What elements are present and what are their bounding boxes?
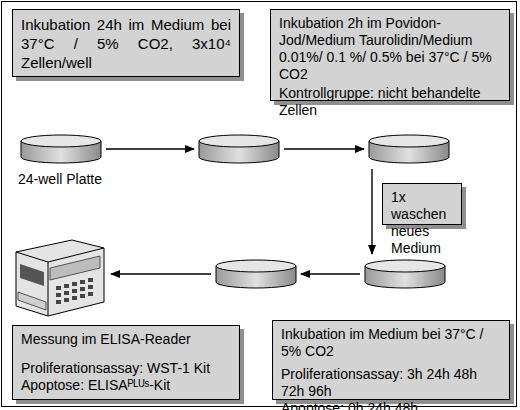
box-text: Proliferationsassay: 3h 24h 48h 72h 96h — [281, 366, 501, 400]
dish-outline — [20, 133, 102, 165]
dish-shape — [364, 258, 446, 290]
well-plate: 24-well Platte — [18, 133, 118, 189]
process-box: Inkubation im Medium bei 37°C / 5% CO2Pr… — [272, 320, 510, 400]
flow-arrow — [111, 273, 211, 274]
flow-arrow — [284, 148, 364, 149]
reader-shape — [12, 232, 107, 320]
dish-shape — [368, 133, 450, 165]
process-box: Inkubation 24h im Medium bei 37°C / 5% C… — [12, 9, 240, 77]
box-text: 1x waschen neues Medium — [391, 189, 453, 257]
box-text: Inkubation 2h im Povidon-Jod/Medium Taur… — [279, 15, 501, 83]
box-text: Kontrollgruppe: nicht behandelte Zellen — [279, 85, 501, 119]
flow-arrow — [106, 148, 194, 149]
dish-outline — [215, 258, 297, 290]
dish-shape — [20, 133, 102, 165]
well-plate — [364, 258, 446, 290]
box-text: Apoptose: ELISAᴾᴸᵁˢ-Kit — [21, 377, 231, 394]
dish-outline — [368, 133, 450, 165]
step-box: 1x waschen neues Medium — [382, 183, 462, 225]
flow-arrow — [301, 273, 360, 274]
flow-arrow — [371, 169, 372, 254]
box-text: Apoptose: 0h 24h 48h — [281, 400, 501, 410]
reader-illustration — [12, 232, 107, 320]
process-box: Messung im ELISA-ReaderProliferationsass… — [12, 325, 240, 400]
plate-label: 24-well Platte — [18, 171, 102, 187]
box-text: Inkubation 24h im Medium bei 37°C / 5% C… — [21, 15, 231, 72]
box-text: Inkubation im Medium bei 37°C / 5% CO2 — [281, 326, 501, 360]
dish-outline — [198, 133, 280, 165]
well-plate — [198, 133, 280, 165]
process-box: Inkubation 2h im Povidon-Jod/Medium Taur… — [270, 9, 510, 101]
dish-shape — [215, 258, 297, 290]
well-plate — [215, 258, 297, 290]
elisa-reader — [12, 232, 107, 320]
box-text: Messung im ELISA-Reader — [21, 331, 231, 348]
well-plate — [368, 133, 450, 165]
dish-shape — [198, 133, 280, 165]
dish-outline — [364, 258, 446, 290]
box-text: Proliferationsassay: WST-1 Kit — [21, 360, 231, 377]
